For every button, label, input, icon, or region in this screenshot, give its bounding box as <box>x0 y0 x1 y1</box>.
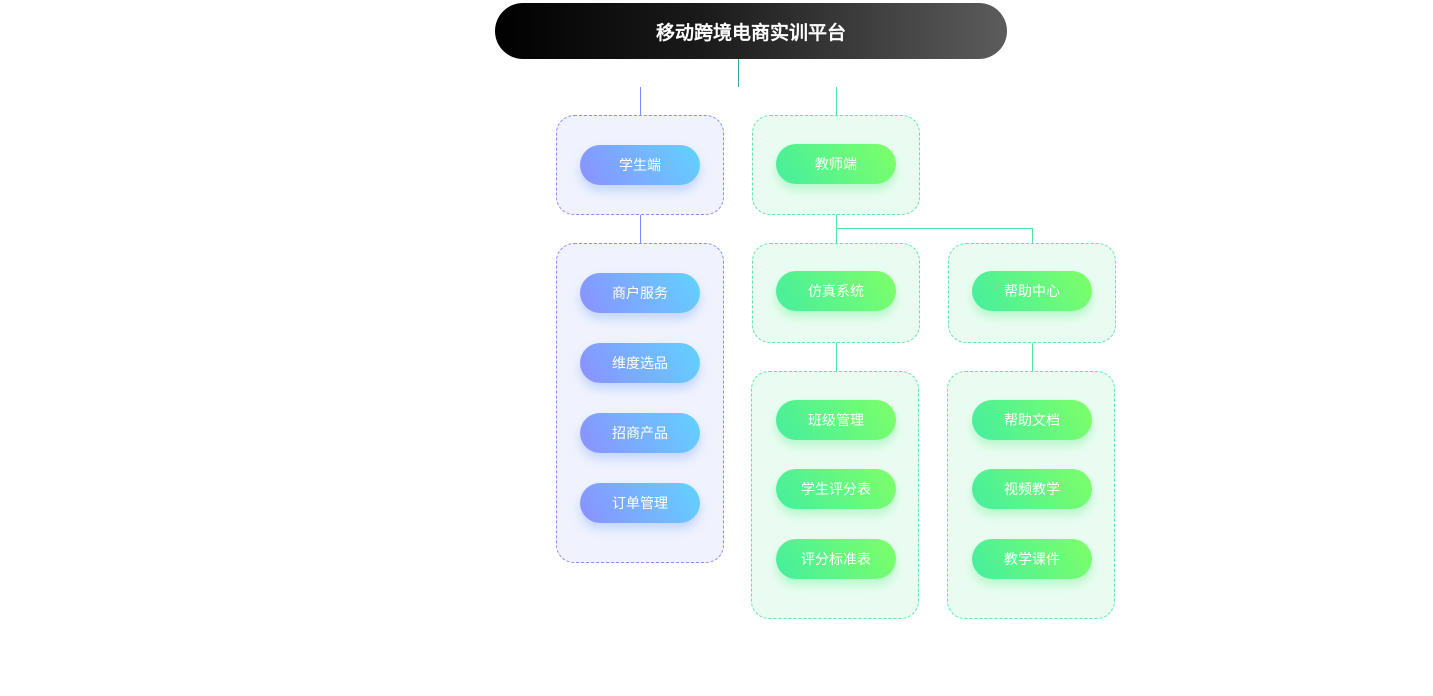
student-item[interactable]: 订单管理 <box>580 483 700 523</box>
simulation-item[interactable]: 班级管理 <box>776 400 896 440</box>
student-item[interactable]: 维度选品 <box>580 343 700 383</box>
simulation-item[interactable]: 评分标准表 <box>776 539 896 579</box>
simulation-node[interactable]: 仿真系统 <box>776 271 896 311</box>
teacher-node[interactable]: 教师端 <box>776 144 896 184</box>
student-item[interactable]: 招商产品 <box>580 413 700 453</box>
help-item[interactable]: 视频教学 <box>972 469 1092 509</box>
student-item[interactable]: 商户服务 <box>580 273 700 313</box>
student-node[interactable]: 学生端 <box>580 145 700 185</box>
platform-title: 移动跨境电商实训平台 <box>495 3 1007 59</box>
help-node[interactable]: 帮助中心 <box>972 271 1092 311</box>
help-item[interactable]: 帮助文档 <box>972 400 1092 440</box>
simulation-item[interactable]: 学生评分表 <box>776 469 896 509</box>
help-item[interactable]: 教学课件 <box>972 539 1092 579</box>
